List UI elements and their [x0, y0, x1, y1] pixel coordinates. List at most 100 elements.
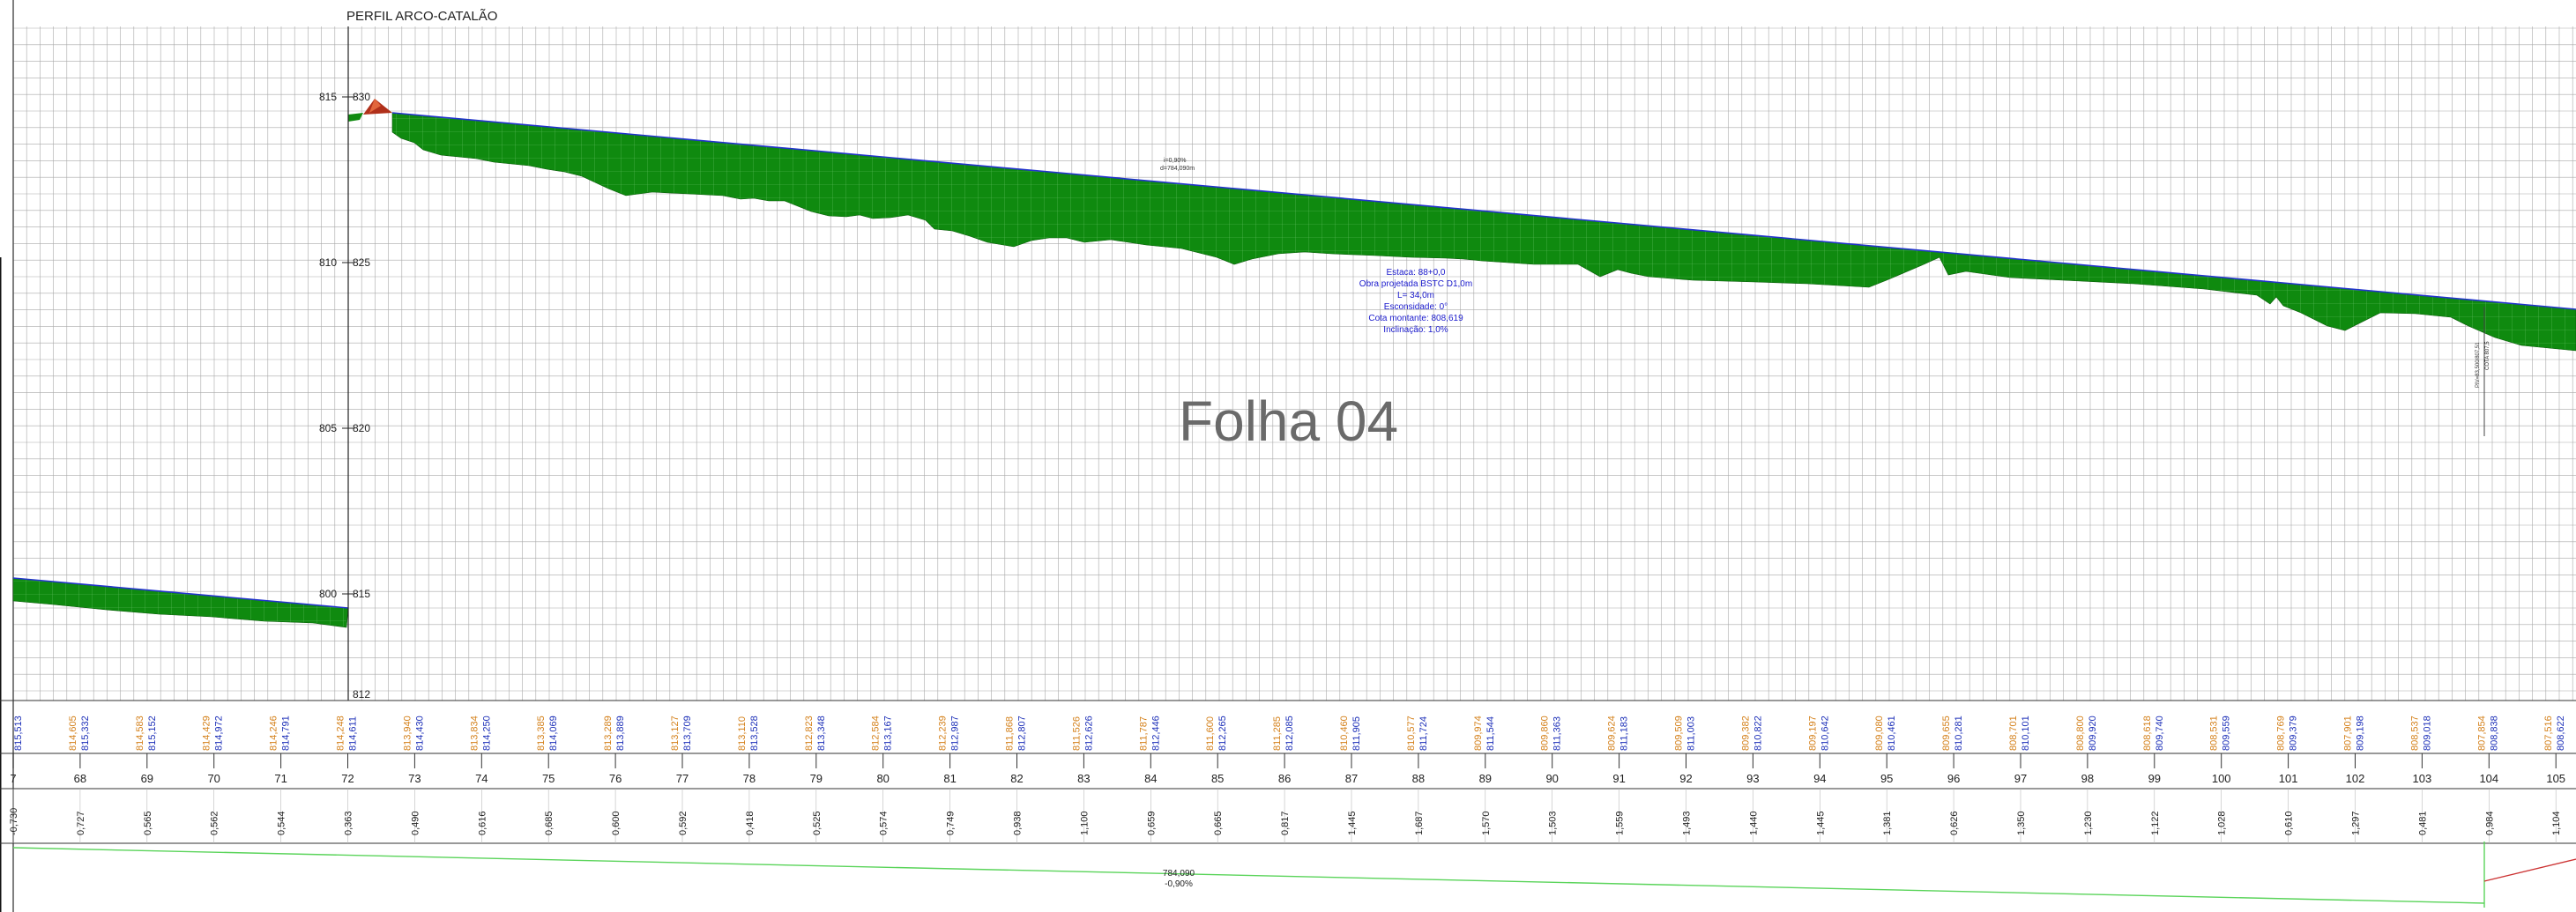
- station-label: 70: [207, 772, 220, 785]
- y-axis-ticks: [342, 96, 354, 595]
- cota-projeto-label: 813,167: [883, 716, 894, 751]
- difference-label: 0,481: [2417, 811, 2428, 835]
- y-label-right: 812: [353, 688, 370, 701]
- station-label: 88: [1412, 772, 1425, 785]
- cota-terreno-label: 808,531: [2209, 716, 2220, 751]
- cota-terreno-label: 812,823: [804, 716, 815, 751]
- cota-terreno-label: 813,940: [402, 716, 413, 751]
- cota-projeto-label: 811,183: [1619, 716, 1630, 751]
- cota-projeto-label: 813,889: [615, 716, 626, 751]
- difference-label: 0,544: [277, 811, 287, 835]
- station-label: 83: [1077, 772, 1090, 785]
- difference-label: 0,363: [344, 811, 354, 835]
- cota-terreno-label: 809,860: [1540, 716, 1551, 751]
- difference-label: 0,592: [678, 811, 689, 835]
- structure-note-line: Esconsidade: 0°: [1384, 302, 1448, 312]
- cota-terreno-label: 808,618: [2142, 716, 2153, 751]
- cota-projeto-label: 812,987: [950, 716, 961, 751]
- station-label: 68: [74, 772, 86, 785]
- cota-terreno-label: 809,080: [1874, 716, 1885, 751]
- cota-terreno-label: 808,537: [2409, 716, 2420, 751]
- difference-label: 0,749: [946, 811, 957, 835]
- station-label: 75: [542, 772, 555, 785]
- difference-label: 0,490: [410, 811, 421, 835]
- cota-terreno-label: 813,110: [737, 716, 748, 751]
- cota-terreno-label: 811,526: [1071, 716, 1082, 751]
- cota-terreno-label: 811,787: [1138, 716, 1149, 751]
- slope-line: [12, 847, 2485, 904]
- cota-projeto-label: 815,513: [13, 716, 24, 751]
- cota-terreno-label: 811,600: [1205, 716, 1216, 751]
- station-label: 103: [2413, 772, 2432, 785]
- slope-line-next: [2483, 858, 2576, 882]
- difference-label: 1,440: [1748, 811, 1759, 835]
- cota-terreno-label: 809,382: [1740, 716, 1751, 751]
- station-label: 80: [876, 772, 889, 785]
- cota-terreno-label: 809,509: [1674, 716, 1685, 751]
- difference-label: 1,104: [2551, 811, 2562, 835]
- station-label: 79: [810, 772, 823, 785]
- cota-terreno-label: 809,624: [1607, 716, 1618, 751]
- design-grade-line-main: [391, 112, 2576, 310]
- cota-terreno-label: 814,248: [336, 716, 346, 751]
- cota-projeto-label: 810,101: [2021, 716, 2031, 751]
- cota-terreno-label: 814,583: [135, 716, 145, 751]
- station-label: 90: [1545, 772, 1558, 785]
- difference-label: 0,600: [611, 811, 622, 835]
- cota-projeto-label: 809,920: [2088, 716, 2098, 751]
- cota-projeto-label: 810,281: [1954, 716, 1964, 751]
- cota-projeto-label: 811,003: [1686, 716, 1697, 751]
- difference-label: 1,230: [2083, 811, 2094, 835]
- y-label-left: 805: [319, 422, 337, 434]
- station-label: 82: [1010, 772, 1023, 785]
- y-label-right: 820: [353, 422, 370, 434]
- station-label: 86: [1278, 772, 1291, 785]
- cota-projeto-label: 814,972: [214, 716, 225, 751]
- difference-label: 1,445: [1347, 811, 1358, 835]
- difference-label: 0,984: [2484, 811, 2495, 835]
- cota-terreno-label: 810,577: [1406, 716, 1417, 751]
- difference-label: 1,687: [1414, 811, 1425, 835]
- station-label: 73: [408, 772, 421, 785]
- cota-projeto-label: 812,085: [1284, 716, 1295, 751]
- cota-projeto-label: 808,838: [2489, 716, 2499, 751]
- cota-projeto-label: 814,250: [481, 716, 492, 751]
- structure-note-line: Cota montante: 808,619: [1368, 314, 1463, 323]
- station-label: 69: [141, 772, 153, 785]
- difference-label: 0,525: [812, 811, 823, 835]
- station-label: 77: [676, 772, 689, 785]
- station-label: 104: [2479, 772, 2498, 785]
- design-grade-line-left: [12, 577, 349, 609]
- cota-terreno-label: 813,834: [469, 716, 480, 751]
- difference-label: 0,574: [879, 811, 890, 835]
- profile-grid: [12, 26, 2576, 701]
- station-label: 7: [10, 772, 16, 785]
- structure-note-line: Obra projetada BSTC D1,0m: [1359, 279, 1472, 289]
- cota-terreno-label: 812,584: [871, 716, 882, 751]
- difference-label: 1,100: [1079, 811, 1090, 835]
- y-label-left: 800: [319, 588, 337, 600]
- y-label-right: 825: [353, 256, 370, 269]
- station-label: 97: [2014, 772, 2027, 785]
- cota-projeto-label: 814,791: [281, 716, 292, 751]
- cota-projeto-label: 811,724: [1418, 716, 1429, 751]
- station-label: 81: [943, 772, 956, 785]
- cota-projeto-label: 809,740: [2155, 716, 2165, 751]
- difference-label: 0,565: [143, 811, 153, 835]
- station-label: 101: [2279, 772, 2298, 785]
- difference-label: 0,418: [745, 811, 756, 835]
- piv-note-line2: COTA 807,5: [2485, 341, 2490, 370]
- structure-note: Estaca: 88+0,0 Obra projetada BSTC D1,0m…: [1359, 268, 1472, 335]
- cota-terreno-label: 813,127: [670, 716, 681, 751]
- difference-label: 0,659: [1146, 811, 1157, 835]
- difference-label: 1,381: [1882, 811, 1893, 835]
- profile-title: PERFIL ARCO-CATALÃO: [346, 9, 497, 24]
- slope-percent: -0,90%: [1165, 879, 1193, 889]
- station-label: 92: [1679, 772, 1692, 785]
- station-label: 95: [1880, 772, 1893, 785]
- cota-terreno-label: 807,516: [2543, 716, 2554, 751]
- cota-projeto-label: 813,348: [816, 716, 827, 751]
- difference-label: 1,570: [1481, 811, 1492, 835]
- station-label: 89: [1479, 772, 1492, 785]
